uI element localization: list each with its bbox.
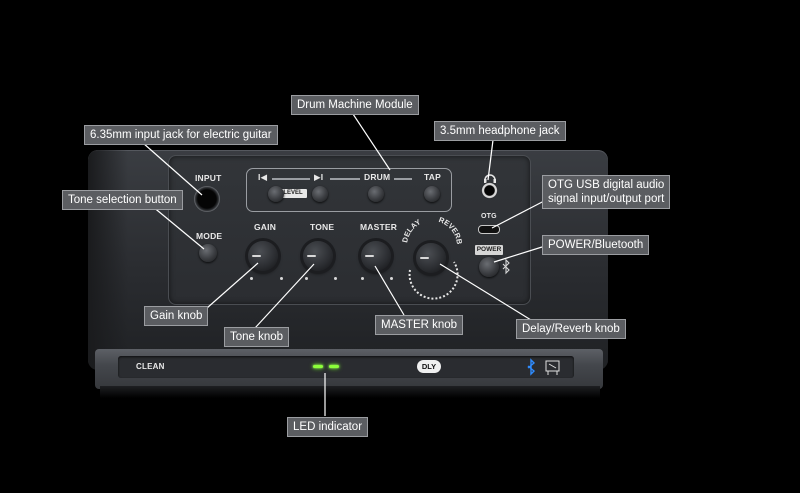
amp-side-shade bbox=[88, 150, 128, 370]
led-indicator-2 bbox=[329, 365, 339, 368]
leader-master bbox=[374, 265, 405, 316]
leader-drum-machine bbox=[350, 110, 391, 171]
input-label: INPUT bbox=[195, 173, 222, 183]
clean-label: CLEAN bbox=[136, 362, 165, 371]
input-jack[interactable] bbox=[194, 186, 220, 212]
gain-scale-dot bbox=[250, 277, 253, 280]
power-badge: POWER bbox=[475, 245, 503, 255]
prev-button[interactable] bbox=[268, 186, 284, 202]
headphone-jack[interactable] bbox=[481, 182, 498, 199]
front-display-band bbox=[118, 356, 574, 378]
callout-tone-selection-button: Tone selection button bbox=[62, 190, 183, 210]
tap-button[interactable] bbox=[424, 186, 440, 202]
master-scale-dot bbox=[390, 277, 393, 280]
callout-master-knob: MASTER knob bbox=[375, 315, 464, 335]
callout-delay-reverb-knob: Delay/Reverb knob bbox=[516, 319, 626, 339]
gain-label: GAIN bbox=[254, 222, 277, 232]
drum-label: DRUM bbox=[364, 172, 391, 182]
mode-label: MODE bbox=[196, 231, 223, 241]
leader-otg bbox=[491, 199, 547, 229]
leader-tone-selection bbox=[151, 205, 205, 250]
callout-power-bluetooth: POWER/Bluetooth bbox=[542, 235, 650, 255]
callout-headphone-jack: 3.5mm headphone jack bbox=[434, 121, 566, 141]
bottom-shade bbox=[100, 386, 600, 398]
master-label: MASTER bbox=[360, 222, 398, 232]
tone-knob[interactable] bbox=[303, 241, 333, 271]
otg-label: OTG bbox=[481, 213, 497, 220]
drum-machine-frame bbox=[246, 168, 452, 212]
tap-label: TAP bbox=[424, 172, 441, 182]
leader-tone bbox=[254, 263, 315, 329]
leader-headphone bbox=[487, 139, 494, 181]
control-panel bbox=[168, 155, 531, 305]
drum-line-segment bbox=[330, 178, 360, 180]
callout-input-jack: 6.35mm input jack for electric guitar bbox=[84, 125, 278, 145]
prev-label: I◀ bbox=[258, 172, 268, 182]
amp-model-icon bbox=[545, 360, 560, 375]
tone-scale-dot bbox=[305, 277, 308, 280]
level-badge: LEVEL bbox=[279, 189, 307, 198]
otg-usb-port[interactable] bbox=[478, 225, 500, 234]
callout-led-indicator: LED indicator bbox=[287, 417, 369, 437]
dly-badge: DLY bbox=[417, 360, 441, 373]
gain-scale-dot bbox=[280, 277, 283, 280]
bluetooth-icon bbox=[527, 358, 536, 376]
leader-input-jack bbox=[142, 142, 203, 196]
callout-otg-usb: OTG USB digital audio signal input/outpu… bbox=[542, 175, 671, 209]
drum-line-segment bbox=[394, 178, 412, 180]
next-label: ▶I bbox=[314, 172, 324, 182]
callout-otg-line1: OTG USB digital audio bbox=[548, 179, 665, 191]
leader-delay-reverb bbox=[439, 263, 532, 321]
leader-gain bbox=[206, 262, 259, 309]
drum-button[interactable] bbox=[368, 186, 384, 202]
callout-tone-knob: Tone knob bbox=[224, 327, 290, 347]
gain-knob[interactable] bbox=[248, 241, 278, 271]
next-button[interactable] bbox=[312, 186, 328, 202]
master-knob[interactable] bbox=[361, 241, 391, 271]
drum-line-segment bbox=[272, 178, 310, 180]
callout-gain-knob: Gain knob bbox=[144, 306, 209, 326]
leader-power bbox=[493, 246, 543, 263]
tone-scale-dot bbox=[334, 277, 337, 280]
callout-drum-machine-module: Drum Machine Module bbox=[291, 95, 419, 115]
tone-label: TONE bbox=[310, 222, 335, 232]
master-scale-dot bbox=[361, 277, 364, 280]
callout-otg-line2: signal input/output port bbox=[548, 193, 665, 205]
led-indicator-1 bbox=[313, 365, 323, 368]
delay-reverb-knob[interactable] bbox=[416, 243, 446, 273]
